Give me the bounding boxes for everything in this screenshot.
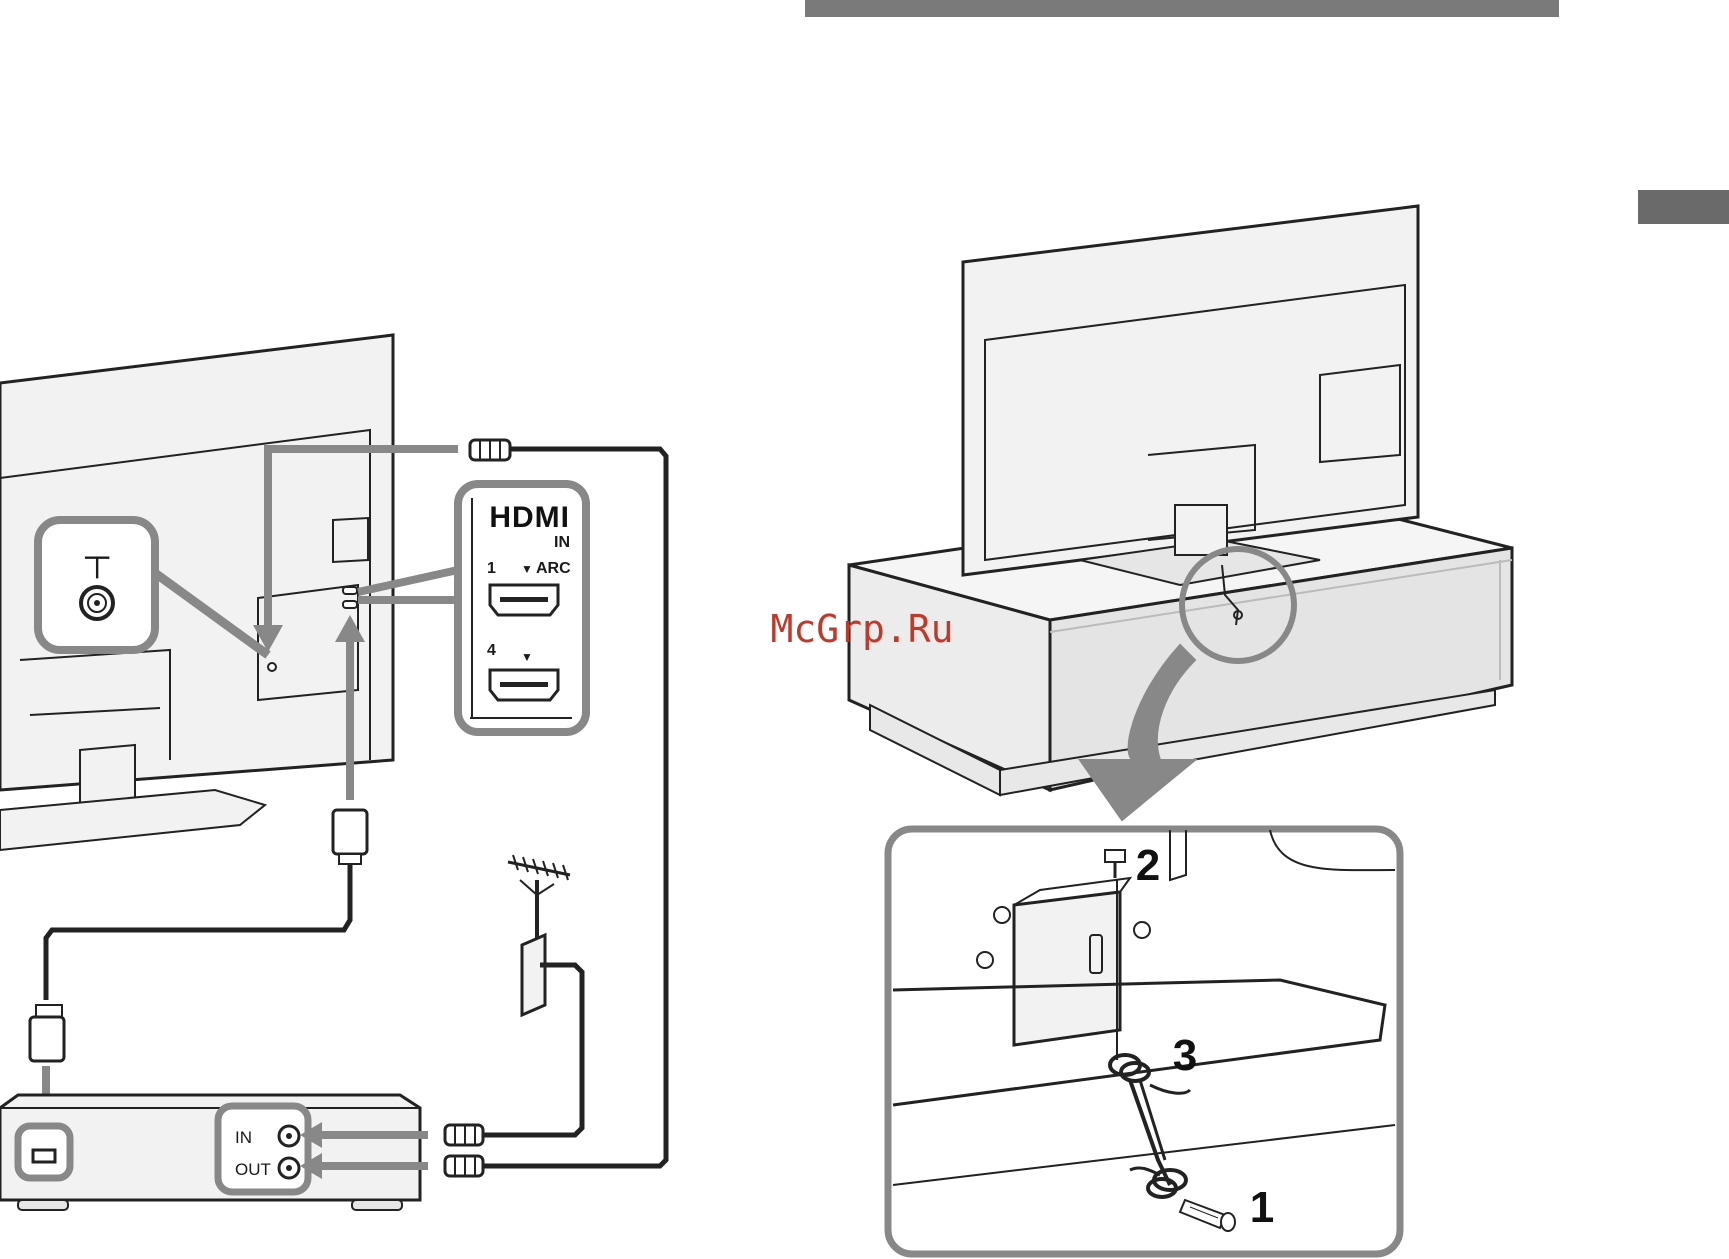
recorder-device: IN OUT: [0, 1095, 420, 1210]
tv-hdmi-port-1: [343, 587, 357, 594]
step-2-label: 2: [1136, 841, 1160, 890]
chapter-side-tab: [1638, 190, 1729, 224]
hdmi-in-label: IN: [554, 534, 570, 551]
hdmi-cable: [46, 860, 350, 1000]
recorder-out-label: OUT: [235, 1160, 271, 1179]
hdmi-port4-number: 4: [487, 642, 496, 659]
coax-plug-recorder-in: [445, 1125, 483, 1145]
tv-antenna-port: [268, 663, 276, 671]
antenna-terminal-symbol: ┬: [84, 538, 110, 579]
hdmi-plug-tv: [333, 810, 367, 864]
recorder-hdmi-port: [33, 1150, 55, 1162]
step-3-label: 3: [1173, 1031, 1197, 1080]
hdmi-port1-number: 1: [487, 560, 496, 577]
coax-plug-top: [470, 440, 510, 460]
hdmi-plug-recorder: [30, 1005, 64, 1061]
section-header-bar: [805, 0, 1559, 17]
hdmi-port1-arrow: ▼: [521, 562, 533, 576]
stand-diagram: 1 2 3: [849, 206, 1512, 1254]
wall-outlet-icon: [522, 935, 545, 1015]
coax-plug-recorder-out: [445, 1156, 483, 1176]
step-1-label: 1: [1250, 1183, 1274, 1232]
hdmi-port4-arrow: ▼: [521, 650, 533, 664]
tv-hdmi-port-4: [343, 601, 357, 608]
recorder-in-label: IN: [235, 1128, 252, 1147]
hdmi-port1-arc-label: ARC: [536, 560, 571, 577]
detail-panel: 1 2 3: [888, 829, 1400, 1254]
connection-diagram: ┬ HDMI IN 1 ▼ ARC 4 ▼: [0, 335, 666, 1210]
watermark-text: McGrp.Ru: [770, 607, 953, 651]
hdmi-logo: HDMI: [489, 501, 570, 534]
recorder-rf-panel: [218, 1106, 308, 1192]
